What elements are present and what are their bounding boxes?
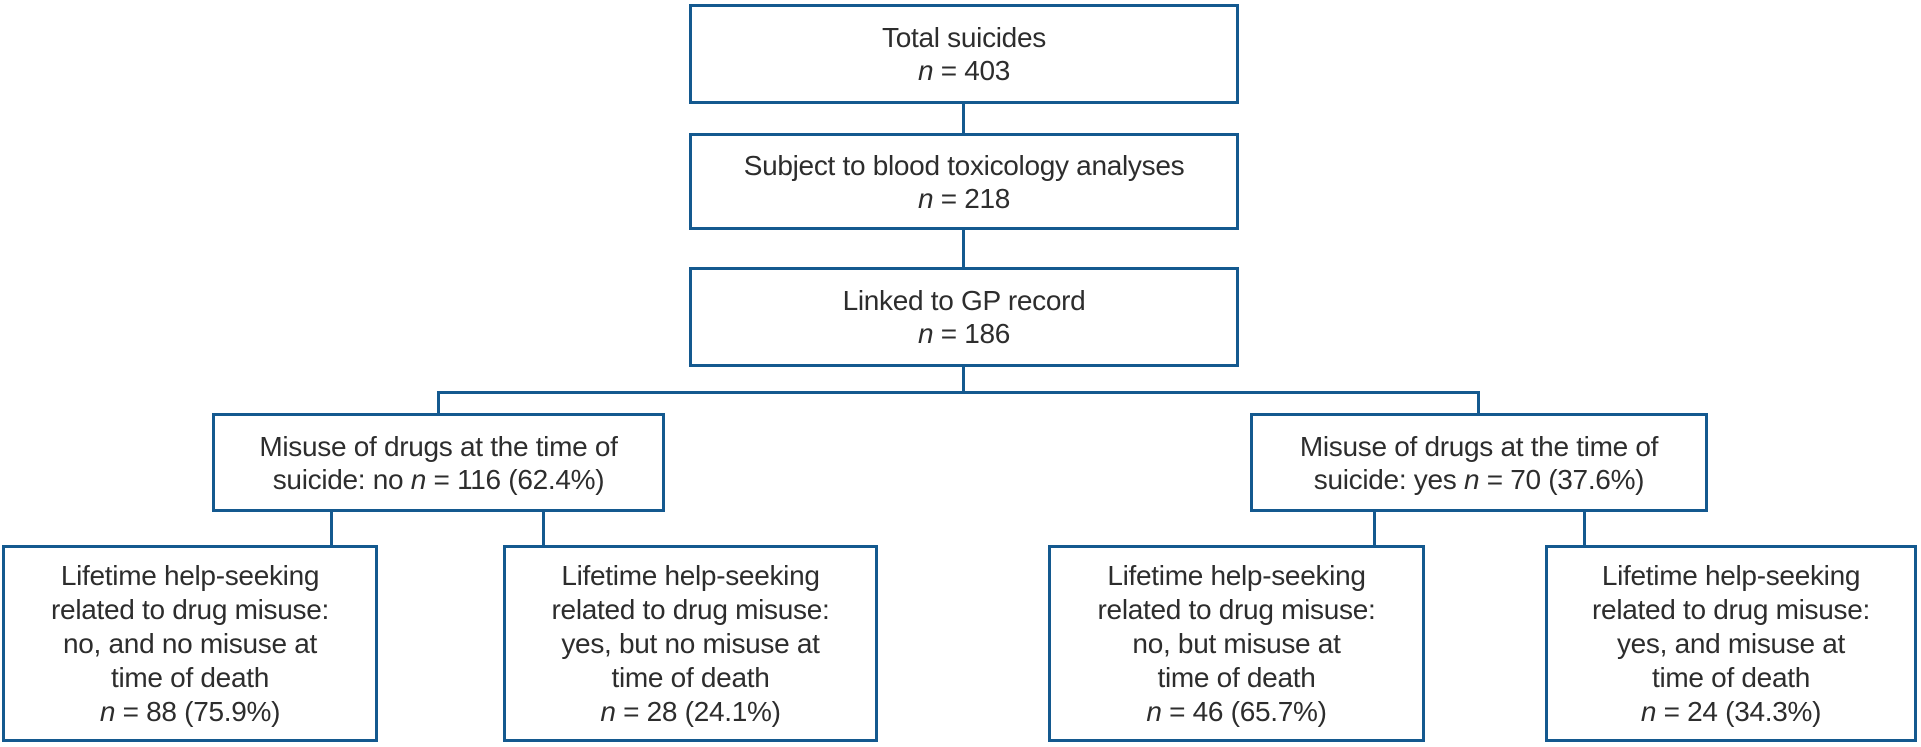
connector-misuse-yes-to-leaf4 [1583,512,1586,545]
connector-misuse-no-to-leaf2 [542,512,545,545]
connector-rail-to-misuse-yes [1477,391,1480,413]
connector-toxicology-to-gp [962,230,965,267]
connector-misuse-yes-to-leaf3 [1373,512,1376,545]
connector-branch-rail [437,391,1480,394]
connector-misuse-no-to-leaf1 [330,512,333,545]
connector-rail-to-misuse-no [437,391,440,413]
connector-gp-to-rail [962,367,965,391]
connector-total-to-toxicology [962,104,965,133]
